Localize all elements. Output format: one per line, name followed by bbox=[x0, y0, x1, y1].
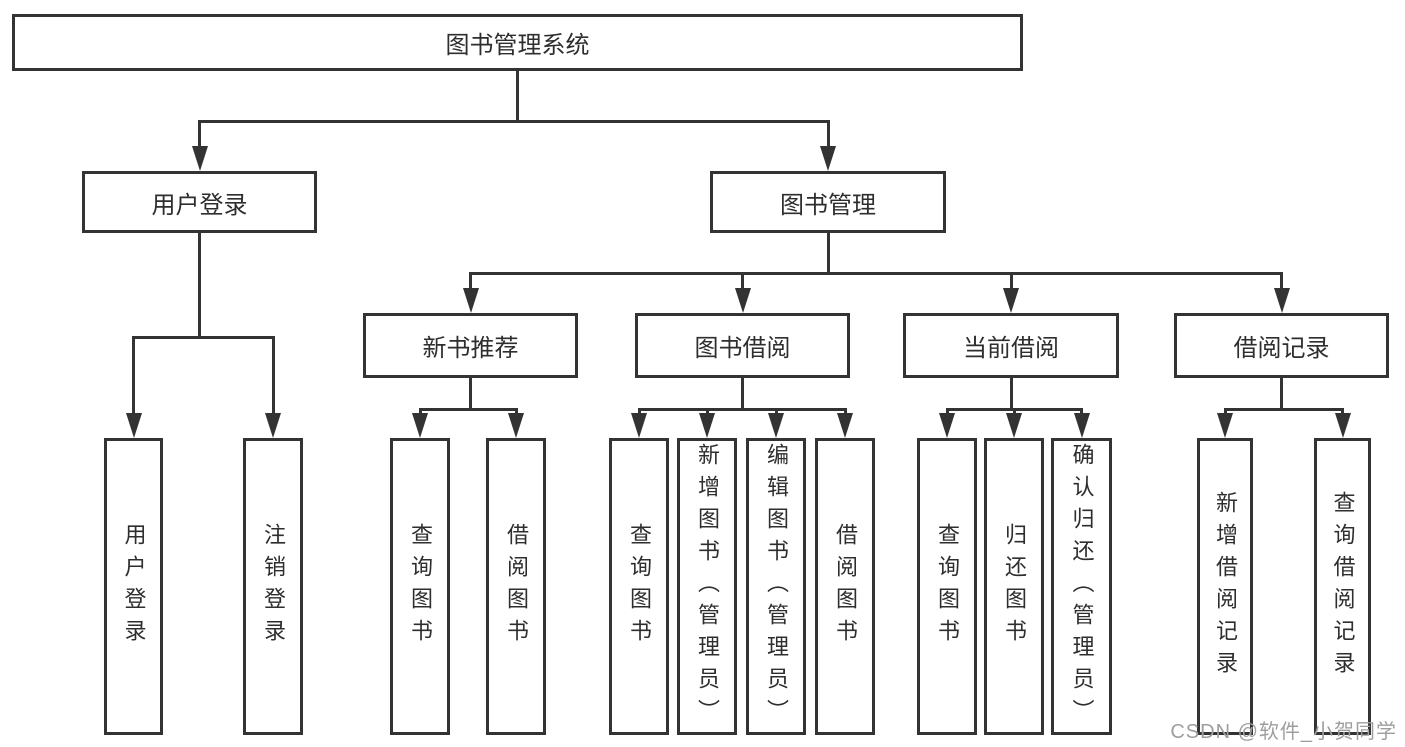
connector-branch bbox=[638, 408, 846, 411]
leaf-label: 归还图书 bbox=[1002, 522, 1027, 651]
node-label: 图书借阅 bbox=[694, 335, 791, 362]
leaf-query-books-borrowing: 查询图书 bbox=[609, 438, 669, 735]
leaf-label: 查询借阅记录 bbox=[1330, 490, 1356, 683]
connector-root-stem bbox=[515, 71, 519, 120]
node-book-management: 图书管理 bbox=[710, 171, 946, 233]
arrow-down-icon bbox=[1006, 413, 1022, 438]
leaf-label: 编辑图书（管理员） bbox=[764, 442, 789, 731]
leaf-user-login: 用户登录 bbox=[104, 438, 163, 735]
leaf-add-books-admin: 新增图书（管理员） bbox=[677, 438, 737, 735]
connector-root-branch bbox=[198, 120, 830, 123]
node-user-login: 用户登录 bbox=[82, 171, 317, 233]
node-label: 用户登录 bbox=[151, 191, 248, 219]
node-borrowing-records: 借阅记录 bbox=[1174, 313, 1389, 378]
connector-stem bbox=[469, 378, 472, 408]
leaf-edit-books-admin: 编辑图书（管理员） bbox=[746, 438, 806, 735]
leaf-add-borrow-record: 新增借阅记录 bbox=[1197, 438, 1253, 735]
leaf-borrow-books-borrowing: 借阅图书 bbox=[815, 438, 875, 735]
node-current-borrowing: 当前借阅 bbox=[903, 313, 1119, 378]
node-label: 新书推荐 bbox=[422, 335, 519, 362]
arrow-down-icon bbox=[734, 288, 751, 313]
node-label: 当前借阅 bbox=[963, 335, 1059, 362]
node-label: 图书管理系统 bbox=[445, 32, 590, 59]
node-new-book-recommend: 新书推荐 bbox=[363, 313, 578, 378]
arrow-down-icon bbox=[191, 146, 208, 171]
connector-user-stem bbox=[198, 233, 201, 336]
leaf-confirm-return-admin: 确认归还（管理员） bbox=[1051, 438, 1112, 735]
leaf-logout-login: 注销登录 bbox=[243, 438, 303, 735]
connector-drop bbox=[271, 336, 275, 418]
node-book-borrowing: 图书借阅 bbox=[635, 313, 850, 378]
arrow-down-icon bbox=[1073, 413, 1090, 438]
connector-drop bbox=[198, 120, 201, 150]
leaf-query-books-current: 查询图书 bbox=[917, 438, 977, 735]
node-label: 图书管理 bbox=[780, 191, 876, 219]
connector-branch bbox=[419, 408, 517, 411]
arrow-down-icon bbox=[1273, 288, 1290, 313]
leaf-label: 查询图书 bbox=[627, 522, 652, 651]
arrow-down-icon bbox=[412, 413, 428, 438]
arrow-down-icon bbox=[699, 413, 715, 438]
leaf-return-books: 归还图书 bbox=[984, 438, 1044, 735]
leaf-query-books-recommend: 查询图书 bbox=[390, 438, 450, 735]
leaf-label: 确认归还（管理员） bbox=[1069, 442, 1095, 731]
connector-user-branch bbox=[132, 336, 275, 339]
leaf-label: 借阅图书 bbox=[504, 522, 529, 651]
connector-branch bbox=[1224, 408, 1344, 411]
leaf-label: 新增图书（管理员） bbox=[695, 442, 720, 731]
arrow-down-icon bbox=[508, 413, 524, 438]
arrow-down-icon bbox=[939, 413, 955, 438]
arrow-down-icon bbox=[1334, 413, 1351, 438]
leaf-label: 注销登录 bbox=[261, 522, 286, 651]
connector-drop bbox=[132, 336, 135, 418]
arrow-down-icon bbox=[820, 146, 836, 171]
arrow-down-icon bbox=[462, 288, 479, 313]
connector-mgmt-branch bbox=[469, 272, 1283, 275]
connector-drop bbox=[469, 272, 472, 292]
connector-drop bbox=[741, 272, 744, 292]
leaf-query-borrow-record: 查询借阅记录 bbox=[1314, 438, 1371, 735]
connector-drop bbox=[826, 120, 830, 150]
connector-mgmt-stem bbox=[826, 233, 830, 272]
arrow-down-icon bbox=[837, 413, 853, 438]
leaf-label: 新增借阅记录 bbox=[1213, 490, 1238, 683]
connector-stem bbox=[741, 378, 744, 408]
leaf-borrow-books-recommend: 借阅图书 bbox=[486, 438, 546, 735]
arrow-down-icon bbox=[768, 413, 784, 438]
leaf-label: 借阅图书 bbox=[833, 522, 858, 651]
connector-drop bbox=[1280, 272, 1283, 292]
leaf-label: 查询图书 bbox=[935, 522, 960, 651]
leaf-label: 用户登录 bbox=[121, 522, 147, 651]
connector-stem bbox=[1280, 378, 1283, 408]
arrow-down-icon bbox=[631, 413, 647, 438]
arrow-down-icon bbox=[125, 413, 142, 438]
arrow-down-icon bbox=[1003, 288, 1019, 313]
node-library-system: 图书管理系统 bbox=[12, 14, 1023, 71]
node-label: 借阅记录 bbox=[1233, 335, 1330, 362]
connector-stem bbox=[1009, 378, 1013, 408]
connector-drop bbox=[1009, 272, 1013, 292]
watermark-text: CSDN @软件_小贺同学 bbox=[1170, 721, 1397, 743]
leaf-label: 查询图书 bbox=[408, 522, 433, 651]
arrow-down-icon bbox=[265, 413, 281, 438]
arrow-down-icon bbox=[1217, 413, 1233, 438]
